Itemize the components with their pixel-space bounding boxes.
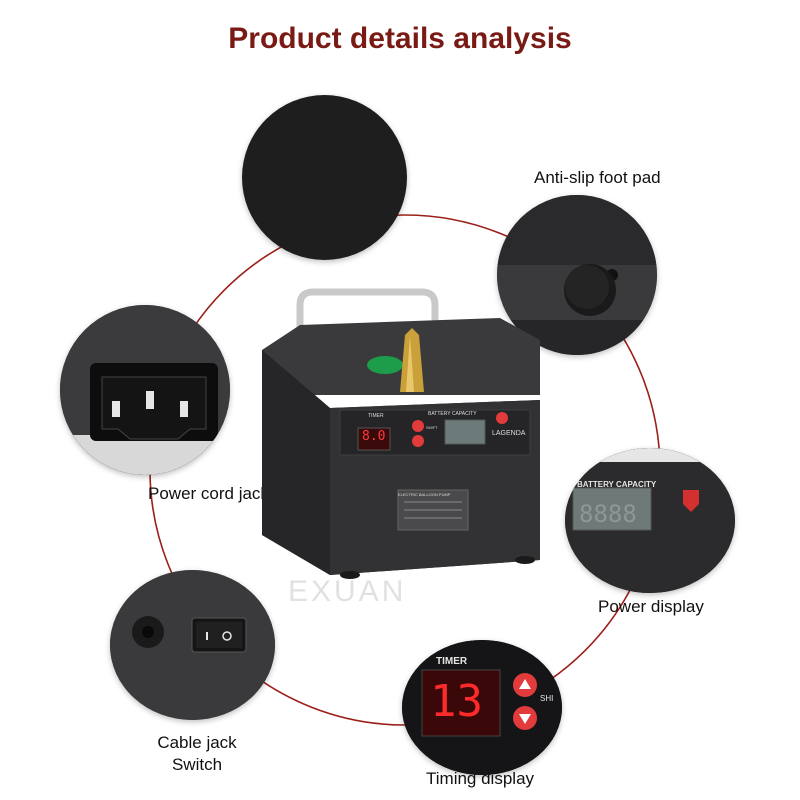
- power-display-battery-label: BATTERY CAPACITY: [577, 480, 657, 489]
- label-timing-display: Timing display: [426, 769, 535, 788]
- watermark-text: EXUAN: [288, 575, 407, 608]
- timing-display-shift-label: SHI: [540, 694, 554, 703]
- detail-circle-timing-display: TIMER 13 SHI: [402, 640, 562, 775]
- label-power-cord-jack: Power cord jack: [148, 484, 269, 503]
- label-power-display: Power display: [598, 597, 704, 616]
- device-timer-value: 8.0: [362, 429, 386, 444]
- detail-circle-power-cord: [60, 305, 230, 475]
- device-nameplate-title: ELECTRIC BALLOON PUMP: [398, 492, 451, 497]
- page-title: Product details analysis: [228, 22, 572, 55]
- timing-display-value: 13: [430, 676, 483, 727]
- detail-circle-top: [242, 95, 407, 260]
- timing-display-timer-label: TIMER: [436, 656, 468, 667]
- device-brand: LAGENDA: [492, 430, 526, 437]
- detail-circle-power-display: BATTERY CAPACITY 8888: [565, 448, 735, 593]
- timing-display-image: [402, 640, 562, 775]
- power-display-value: 8888: [579, 500, 637, 528]
- label-cable-jack: Cable jack Switch: [152, 732, 242, 776]
- cable-jack-switch-image: [110, 570, 275, 720]
- label-anti-slip-foot-pad: Anti-slip foot pad: [534, 168, 661, 187]
- label-switch-line2: Switch: [171, 755, 223, 774]
- detail-circle-cable-jack: [110, 570, 275, 720]
- device-shift-label: SHIFT: [426, 425, 438, 430]
- device-timer-label: TIMER: [368, 413, 384, 419]
- device-battery-label: BATTERY CAPACITY: [428, 411, 477, 417]
- label-cable-jack-line1: Cable jack: [157, 733, 237, 752]
- power-display-image: [565, 448, 735, 593]
- power-cord-jack-image: [60, 305, 230, 475]
